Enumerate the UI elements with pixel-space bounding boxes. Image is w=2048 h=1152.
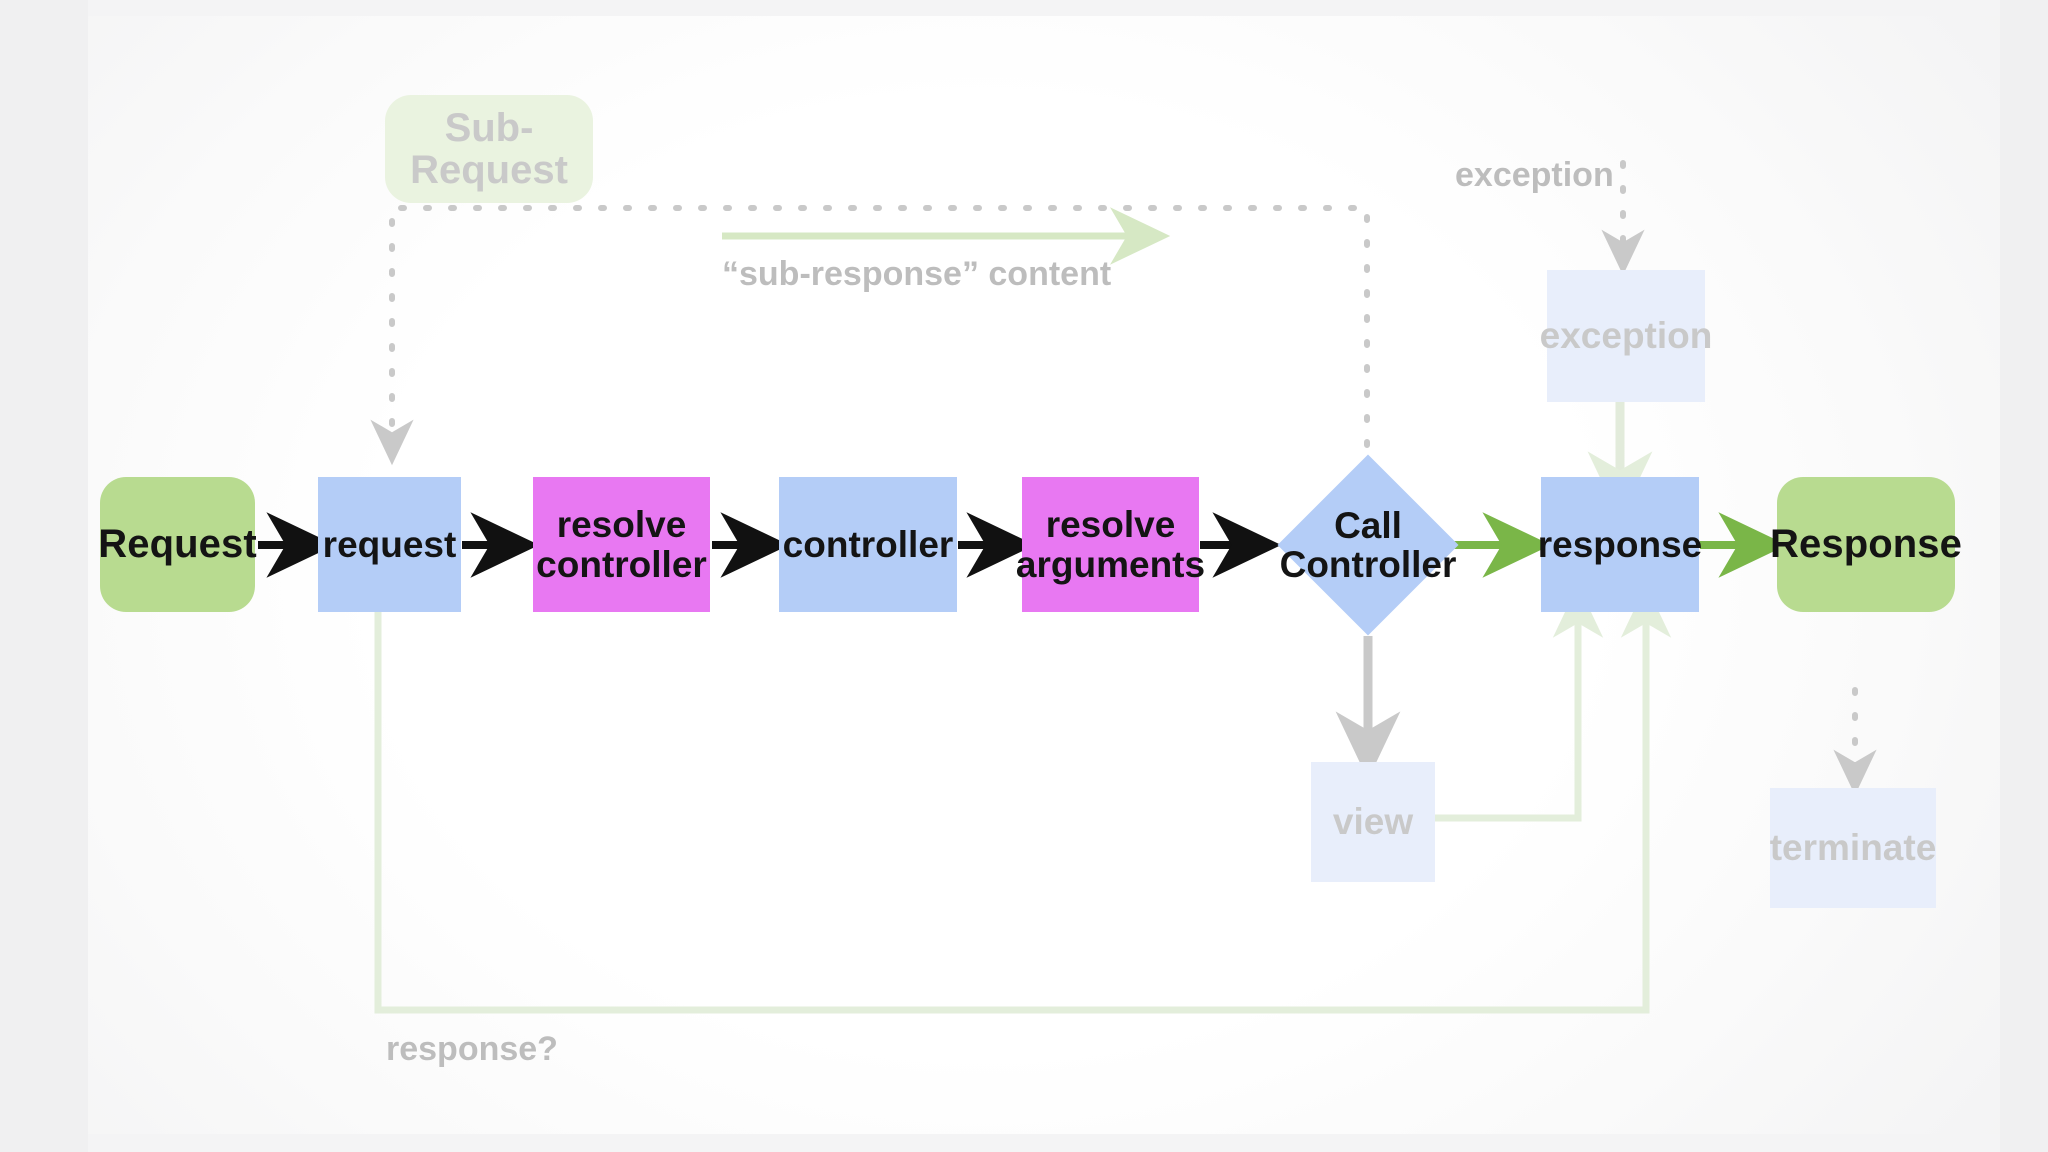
node-resolve-controller[interactable]: resolve controller [533, 477, 710, 612]
node-terminate-label: terminate [1769, 827, 1937, 869]
node-resolve-controller-label-2: controller [536, 543, 707, 585]
left-gutter [0, 0, 88, 1152]
edge-sub-request-loop [370, 205, 1370, 548]
right-gutter [2000, 0, 2048, 1152]
bottom-gutter [0, 1134, 2048, 1152]
node-view-label: view [1332, 801, 1414, 843]
node-call-controller-labels: Call Controller [1244, 481, 1492, 609]
node-controller-label: controller [782, 523, 954, 565]
node-request-label: request [322, 523, 457, 565]
node-resolve-arguments[interactable]: resolve arguments [1016, 477, 1205, 612]
edge-label-response-question-text: response? [386, 1030, 558, 1068]
edge-label-sub-response-content-text: “sub-response” content [722, 255, 1112, 293]
node-response-label: response [1537, 523, 1703, 565]
node-sub-request[interactable]: Sub-Request [385, 95, 593, 203]
node-request-terminal-label: Request [98, 522, 257, 567]
edge-label-exception-text: exception [1455, 156, 1614, 194]
top-gutter [0, 0, 2048, 16]
edge-label-exception: exception [1455, 156, 1614, 195]
node-call-controller-label-2: Controller [1279, 544, 1457, 585]
node-response-terminal[interactable]: Response [1770, 477, 1962, 612]
edge-label-sub-response-content: “sub-response” content [722, 255, 1111, 294]
node-controller[interactable]: controller [779, 477, 957, 612]
node-call-controller-label-1: Call [1334, 504, 1402, 546]
edge-label-response-question: response? [386, 1030, 558, 1069]
edge-request-to-response-bottom [374, 584, 1672, 1014]
node-resolve-arguments-label-2: arguments [1015, 543, 1206, 585]
node-response-terminal-label: Response [1770, 522, 1962, 567]
node-sub-request-label: Sub-Request [410, 105, 568, 192]
node-terminate[interactable]: terminate [1770, 788, 1936, 908]
node-request-terminal[interactable]: Request [98, 477, 257, 612]
node-view[interactable]: view [1311, 762, 1435, 882]
edge-view-to-response [1400, 584, 1604, 822]
node-exception[interactable]: exception [1540, 270, 1712, 402]
node-resolve-arguments-label-1: resolve [1045, 504, 1176, 546]
node-resolve-controller-label-1: resolve [556, 504, 687, 546]
node-exception-label: exception [1539, 315, 1713, 357]
node-call-controller[interactable]: Call Controller [1277, 454, 1459, 636]
node-response[interactable]: response [1538, 477, 1702, 612]
node-request[interactable]: request [318, 477, 461, 612]
